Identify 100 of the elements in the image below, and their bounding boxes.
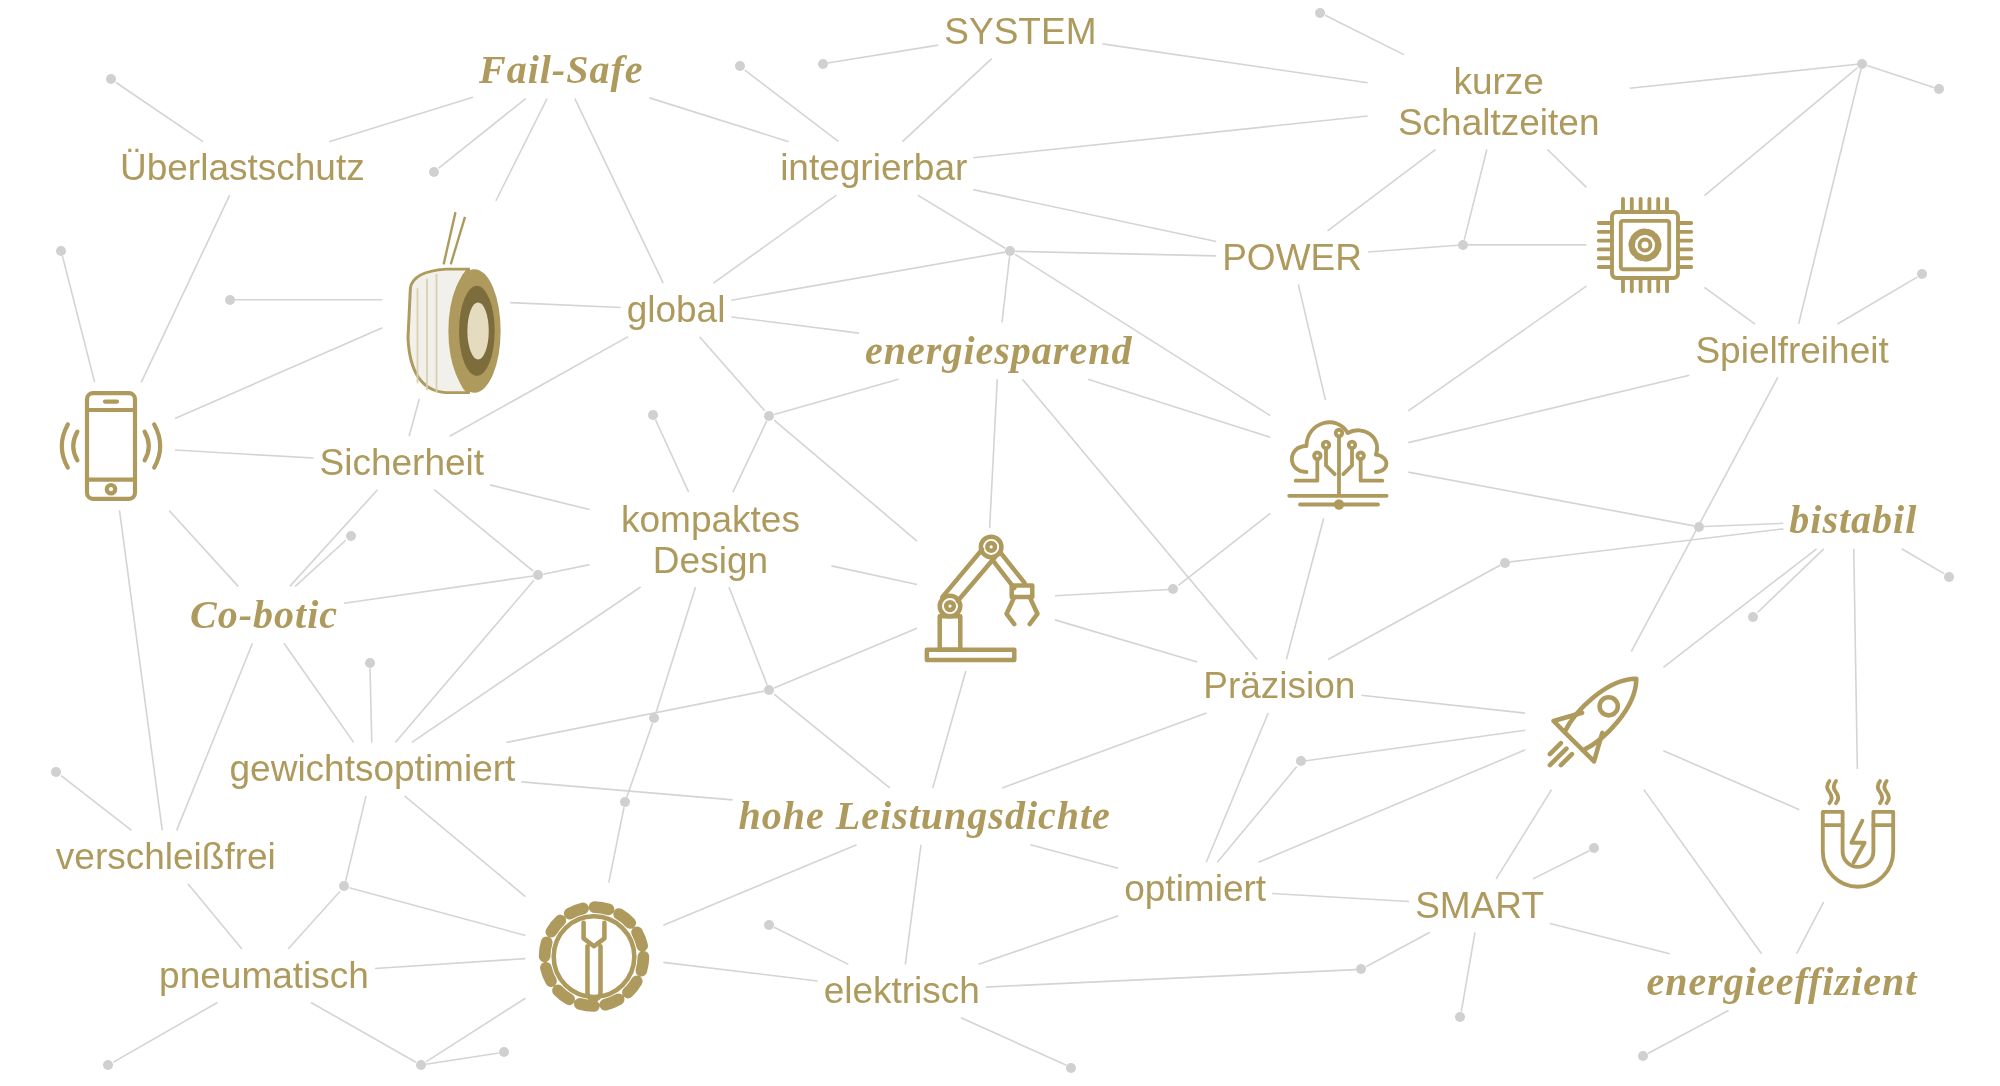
connector-line [773,926,850,966]
connector-line [448,335,629,438]
connector-line [1365,931,1431,968]
connector-line [960,1017,1068,1067]
junction-dot [1943,571,1954,582]
connector-line [1216,765,1298,864]
junction-dot [1589,843,1600,854]
connector-line [175,642,254,832]
keyword-text: verschleißfrei [55,836,276,878]
connector-line [112,1001,219,1063]
keyword-text: kurze Schaltzeiten [1373,60,1624,144]
junction-dot [1296,756,1306,767]
connector-line [732,420,768,493]
connector-line [625,722,654,799]
keyword-text: SMART [1415,884,1544,927]
connector-line [730,316,860,334]
keyword-text: SYSTEM [944,11,1097,53]
connector-line [394,579,535,744]
connector-line [187,883,243,950]
connector-line [826,44,940,64]
connector-line [287,890,341,950]
connector-line [168,509,239,588]
keyword-text: kompaktes Design [595,498,826,581]
connector-line [654,418,690,493]
connector-line [977,914,1120,966]
connector-line [1014,253,1272,417]
junction-dot [105,74,116,85]
connector-line [433,488,535,572]
junction-dot [224,294,235,305]
keyword-text: integrierbar [780,147,968,190]
junction-dot [1066,1062,1077,1073]
connector-line [437,97,527,169]
connector-line [369,667,373,744]
connector-line [972,115,1369,159]
junction-dot [56,246,67,257]
connector-line [904,843,922,966]
connector-line [140,194,231,384]
connector-line [1532,849,1591,880]
connector-line [343,575,535,605]
junction-dot [649,713,660,724]
junction-dot [364,658,375,669]
connector-line [972,188,1217,243]
connector-line [328,96,474,143]
connector-line [1463,148,1488,241]
junction-dot [620,797,630,808]
connector-line [662,843,858,927]
junction-dot [1500,557,1511,568]
junction-dot [1693,521,1704,532]
keyword-text: POWER [1222,236,1362,279]
connector-line [1271,892,1410,903]
connector-line [712,194,838,285]
connector-line [574,97,665,285]
connector-line [344,795,367,883]
connector-line [60,774,133,832]
keyword-text: global [626,289,726,331]
connector-line [1326,148,1437,232]
connector-line [931,670,967,789]
connector-line [115,81,204,143]
connector-line [1852,548,1859,770]
connector-line [1177,512,1272,587]
keyword-text: Sicherheit [319,442,485,484]
connector-line [174,449,315,459]
keyword-script-text: energiesparend [865,328,1133,374]
connector-line [1460,931,1476,1013]
connector-line [1324,14,1405,56]
connector-line [773,419,918,542]
keyword-text: Präzision [1203,665,1356,707]
connector-line [118,509,164,832]
connector-line [520,781,734,801]
connector-line [1546,148,1588,189]
connector-line [773,693,891,789]
junction-dot [339,881,350,892]
junction-dot [1747,612,1758,623]
junction-dot [1917,269,1928,280]
keyword-text: optimiert [1124,868,1267,910]
junction-dot [51,766,62,777]
connector-line [233,298,384,301]
connector-line [1662,548,1818,669]
junction-dot [1355,964,1366,975]
junction-dot [1455,1011,1466,1022]
connector-line [542,563,591,575]
connector-line [1014,250,1217,257]
connector-line [1101,43,1369,84]
connector-line [1367,244,1459,253]
connector-line [1703,286,1756,325]
junction-dot [103,1060,114,1071]
junction-dot [1168,584,1179,595]
connector-line [608,806,625,884]
connector-line [1509,528,1785,563]
junction-dot [345,530,356,541]
junction-dot [764,919,775,930]
junction-dot [734,61,745,72]
connector-line [1495,788,1553,880]
keyword-script-text: hohe Leistungsdichte [738,793,1111,839]
connector-line [916,194,1006,250]
connector-line [1647,1009,1730,1055]
connector-line [655,586,697,714]
keyword-text: gewichtsoptimiert [229,748,516,790]
keyword-text: pneumatisch [159,955,369,997]
connector-line [408,397,421,438]
